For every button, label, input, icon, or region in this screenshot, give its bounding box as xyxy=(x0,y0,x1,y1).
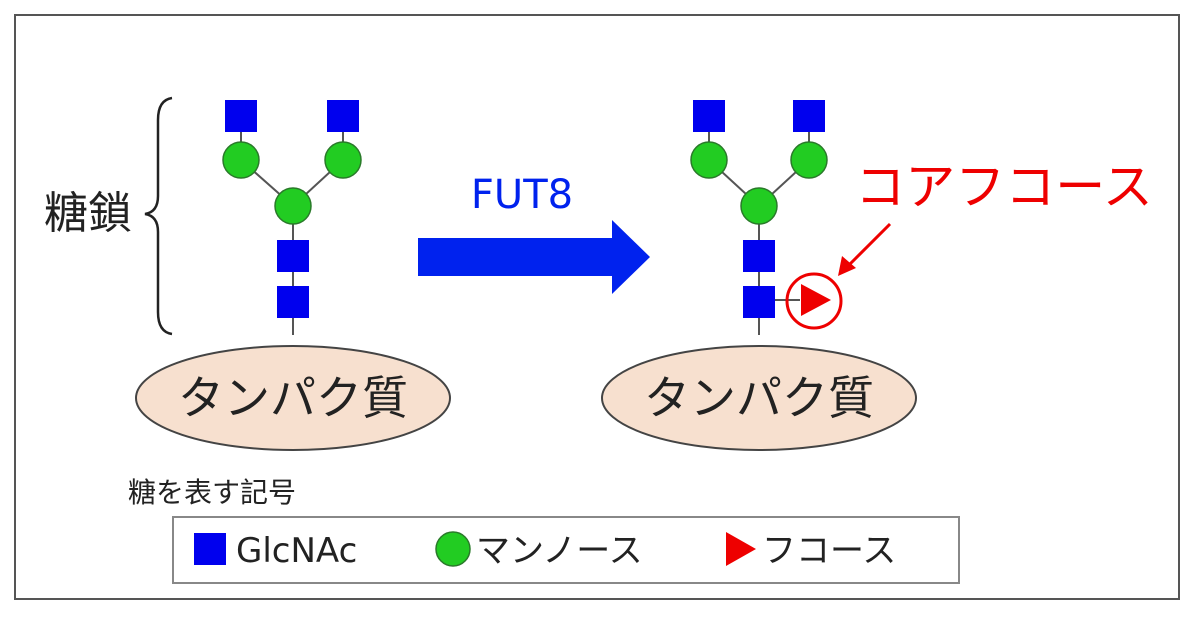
glcnac-square xyxy=(693,100,725,132)
glcnac-square xyxy=(277,240,309,272)
legend-triangle-icon xyxy=(726,532,756,566)
protein-label-left: タンパク質 xyxy=(178,371,408,425)
callout-line xyxy=(846,222,892,268)
glycan-brace xyxy=(144,96,173,336)
glcnac-square xyxy=(327,100,359,132)
legend-circle-icon xyxy=(435,531,471,567)
legend-label-fucose: フコース xyxy=(762,531,896,571)
mannose-circle xyxy=(690,141,728,179)
callout-arrowhead xyxy=(838,256,856,276)
glcnac-square xyxy=(743,240,775,272)
figure-frame xyxy=(14,14,1180,600)
legend: GlcNAc マンノース フコース xyxy=(194,531,896,571)
legend-label-glcnac: GlcNAc xyxy=(236,531,357,571)
mannose-circle xyxy=(222,141,260,179)
protein-ellipse-left xyxy=(135,345,451,451)
glycan-right xyxy=(690,100,843,335)
mannose-circle xyxy=(790,141,828,179)
glcnac-square xyxy=(743,286,775,318)
glcnac-square xyxy=(225,100,257,132)
mannose-circle xyxy=(274,187,312,225)
fucose-triangle xyxy=(801,284,831,316)
glcnac-square xyxy=(277,286,309,318)
legend-box xyxy=(172,516,960,584)
glcnac-square xyxy=(793,100,825,132)
enzyme-label: FUT8 xyxy=(471,172,573,218)
protein-label-right: タンパク質 xyxy=(644,371,874,425)
legend-title: 糖を表す記号 xyxy=(128,476,296,509)
core-fucose-label: コアフコース xyxy=(855,158,1153,216)
mannose-circle xyxy=(740,187,778,225)
legend-label-mannose: マンノース xyxy=(476,531,643,571)
core-fucose-highlight xyxy=(785,272,843,330)
legend-square-icon xyxy=(194,533,226,565)
reaction-arrow xyxy=(418,220,650,294)
glycan-label: 糖鎖 xyxy=(44,188,132,239)
mannose-circle xyxy=(324,141,362,179)
glycan-left xyxy=(222,100,362,335)
protein-ellipse-right xyxy=(601,345,917,451)
